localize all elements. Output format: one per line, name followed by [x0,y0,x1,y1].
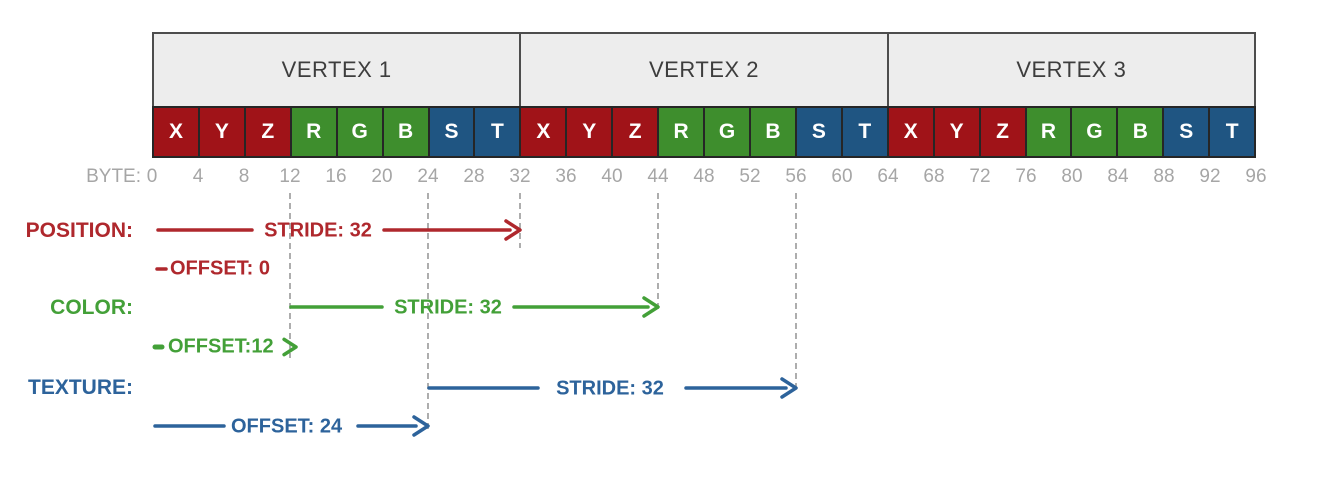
attribute-cell-r: R [1024,106,1073,158]
attribute-cell-t: T [840,106,889,158]
color-offset-text: OFFSET:12 [168,335,274,358]
byte-tick-44: 44 [647,166,669,187]
position-label: POSITION: [25,219,133,242]
byte-tick-32: 32 [509,166,531,187]
attribute-cell-z: Z [243,106,292,158]
vertex-header-cell: VERTEX 3 [886,32,1256,108]
byte-tick-96: 96 [1245,166,1267,187]
attribute-cell-z: Z [978,106,1027,158]
byte-tick-80: 80 [1061,166,1083,187]
byte-tick-16: 16 [325,166,347,187]
attribute-cell-x: X [519,106,568,158]
byte-tick-48: 48 [693,166,715,187]
attribute-cell-x: X [152,106,200,158]
byte-tick-36: 36 [555,166,577,187]
position-offset-text: OFFSET: 0 [170,257,271,280]
byte-tick-0: 0 [146,166,158,187]
vertex-header-cell: VERTEX 1 [152,32,522,108]
byte-tick-12: 12 [279,166,301,187]
byte-tick-56: 56 [785,166,807,187]
color-stride-text: STRIDE: 32 [394,296,502,319]
byte-tick-76: 76 [1015,166,1037,187]
byte-tick-40: 40 [601,166,623,187]
attribute-cell-t: T [473,106,522,158]
byte-tick-64: 64 [877,166,899,187]
byte-tick-52: 52 [739,166,761,187]
texture-label: TEXTURE: [28,376,133,399]
byte-axis-label: BYTE: [86,166,141,187]
attribute-cell-y: Y [197,106,246,158]
byte-tick-8: 8 [238,166,250,187]
byte-tick-84: 84 [1107,166,1129,187]
byte-tick-24: 24 [417,166,439,187]
byte-tick-20: 20 [371,166,393,187]
attribute-cell-x: X [886,106,935,158]
attribute-cell-g: G [703,106,751,158]
byte-tick-88: 88 [1153,166,1175,187]
attribute-cell-s: S [427,106,476,158]
color-label: COLOR: [50,296,133,319]
byte-tick-4: 4 [192,166,204,187]
attribute-cell-g: G [1070,106,1119,158]
attribute-cell-z: Z [611,106,660,158]
attribute-cell-b: B [748,106,797,158]
texture-offset-text: OFFSET: 24 [231,415,343,438]
byte-tick-92: 92 [1199,166,1221,187]
attribute-cell-r: R [657,106,706,158]
byte-tick-68: 68 [923,166,945,187]
texture-stride-text: STRIDE: 32 [556,377,664,400]
attribute-cell-r: R [289,106,338,158]
byte-tick-28: 28 [463,166,485,187]
attribute-cell-y: Y [932,106,981,158]
position-stride-text: STRIDE: 32 [264,219,372,242]
attribute-cell-y: Y [565,106,614,158]
byte-tick-60: 60 [831,166,853,187]
attribute-cell-t: T [1208,106,1257,158]
byte-tick-72: 72 [969,166,991,187]
